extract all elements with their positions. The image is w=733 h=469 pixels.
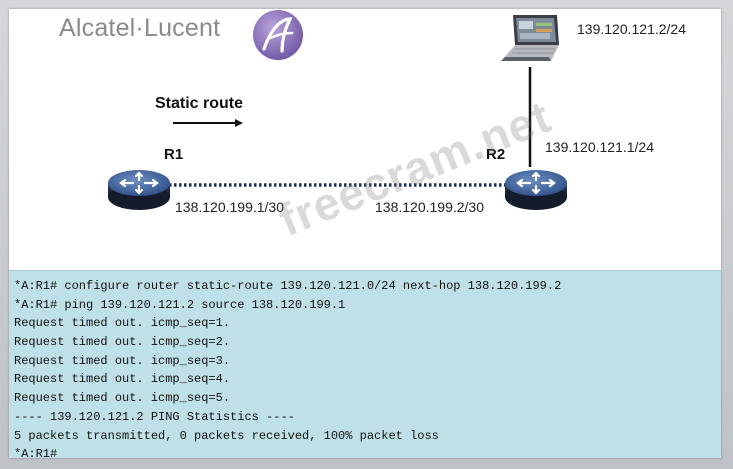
cli-line: *A:R1# (14, 447, 58, 458)
cli-line: Request timed out. icmp_seq=5. (14, 391, 231, 406)
cli-line: 5 packets transmitted, 0 packets receive… (14, 428, 439, 443)
cli-line: Request timed out. icmp_seq=3. (14, 353, 231, 368)
router-r2-icon (505, 170, 567, 210)
static-route-arrow (173, 119, 243, 127)
cli-output-lines: *A:R1# configure router static-route 139… (14, 277, 561, 458)
cli-line: Request timed out. icmp_seq=1. (14, 316, 231, 331)
cli-line: *A:R1# ping 139.120.121.2 source 138.120… (14, 297, 346, 312)
cli-line: *A:R1# configure router static-route 139… (14, 279, 562, 293)
cli-output-panel: *A:R1# configure router static-route 139… (9, 270, 721, 458)
laptop-ip: 139.120.121.2/24 (577, 21, 686, 37)
diagram-panel: Alcatel·Lucent (9, 9, 721, 458)
r2-interface-ip: 138.120.199.2/30 (375, 199, 484, 215)
router-r1-icon (108, 170, 170, 210)
laptop-icon (501, 15, 559, 61)
alcatel-lucent-logo-icon (253, 10, 303, 60)
router-r1-name: R1 (164, 146, 184, 163)
router-r2-name: R2 (486, 146, 506, 163)
cli-line: Request timed out. icmp_seq=4. (14, 372, 231, 387)
r2-lan-ip: 139.120.121.1/24 (545, 139, 654, 155)
network-diagram (108, 15, 567, 210)
cli-line: Request timed out. icmp_seq=2. (14, 335, 231, 350)
static-route-label: Static route (155, 95, 244, 112)
cli-line: ---- 139.120.121.2 PING Statistics ---- (14, 409, 295, 424)
brand-name: Alcatel·Lucent (59, 14, 221, 42)
r1-interface-ip: 138.120.199.1/30 (175, 199, 284, 215)
